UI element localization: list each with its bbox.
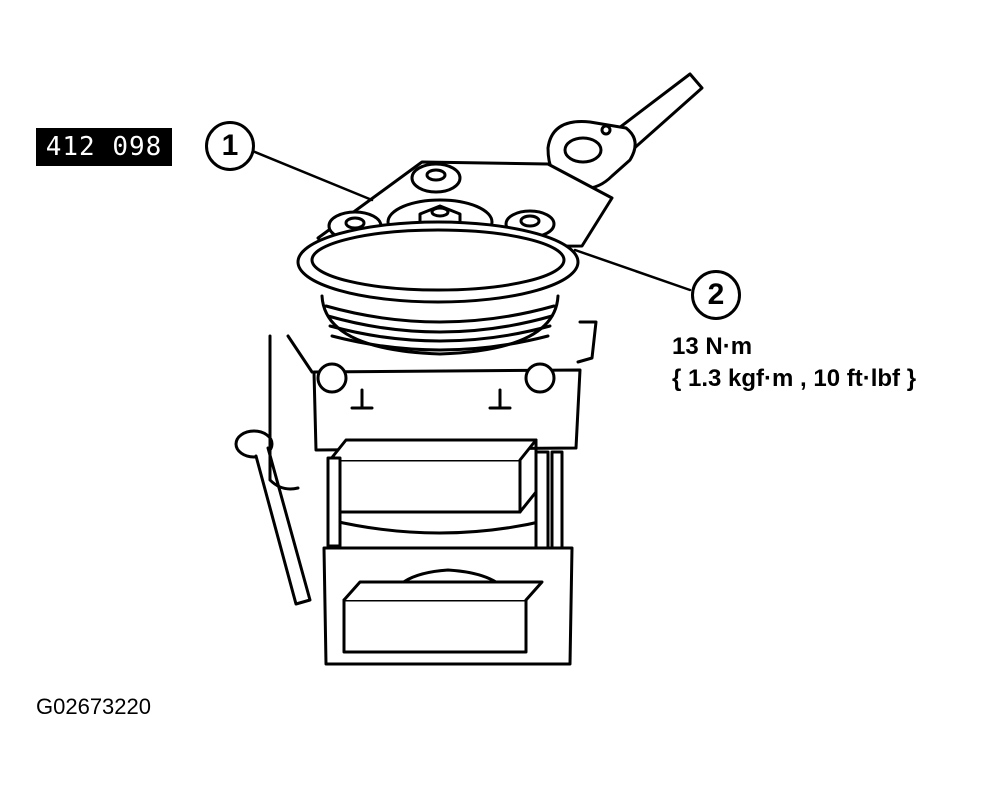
torque-spec: 13 N·m { 1.3 kgf·m , 10 ft·lbf }: [672, 331, 916, 395]
upper-clamp-block: [328, 438, 538, 514]
figure-id: G02673220: [36, 694, 151, 719]
leader-line-2: [573, 248, 692, 292]
leader-line-1: [248, 148, 374, 202]
callout-2: 2: [691, 270, 741, 320]
wrench: [546, 72, 704, 190]
callout-1: 1: [205, 121, 255, 171]
reference-label: 412 098: [36, 128, 172, 166]
pulley: [296, 220, 580, 356]
torque-spec-conversion: { 1.3 kgf·m , 10 ft·lbf }: [672, 365, 917, 392]
side-handle: [234, 334, 312, 606]
lower-fixture: [322, 546, 574, 666]
torque-spec-metric: 13 N·m: [672, 333, 753, 360]
